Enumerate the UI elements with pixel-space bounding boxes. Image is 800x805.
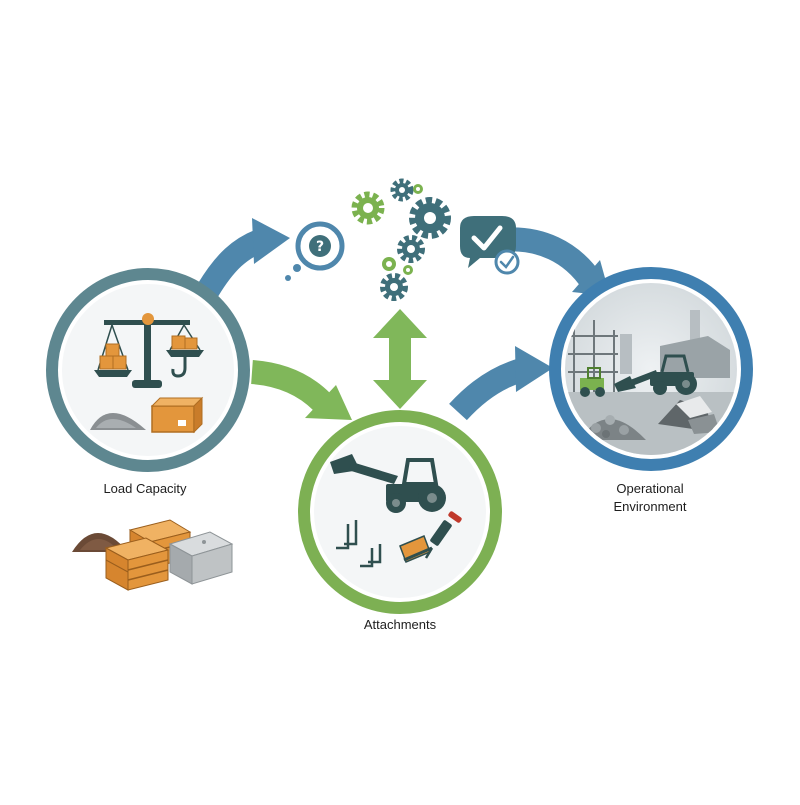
loader-icon [330, 454, 446, 513]
concrete-debris-icon [658, 396, 720, 434]
crate-icon [104, 537, 170, 591]
attachments-label: Attachments [363, 617, 437, 632]
balance-scale-icon [94, 313, 204, 388]
operational-environment-label-line2: Environment [613, 499, 687, 514]
gear-green-large [351, 191, 385, 225]
crate-icon [150, 396, 204, 434]
arrow-load-to-attachments [250, 360, 352, 420]
gear-teal-small [390, 178, 414, 202]
gear-teal-bottom [380, 273, 408, 301]
gear-green-left [382, 257, 396, 271]
operational-environment-label-line1: Operational [616, 481, 684, 496]
loader-icon [614, 354, 697, 395]
load-capacity-node [46, 268, 250, 472]
gear-teal-large [409, 197, 451, 239]
gear-green-right [403, 265, 413, 275]
concrete-block-icon [168, 531, 234, 585]
operational-environment-node [549, 267, 753, 471]
attachments-node [298, 410, 502, 614]
question-bubble-icon: ? [285, 221, 345, 281]
checkmark-bubble-icon [460, 216, 520, 275]
forklift-fork-icon [360, 544, 382, 568]
forklift-fork-icon [336, 520, 358, 550]
arrow-load-to-question [197, 218, 290, 297]
gear-green-tiny [413, 184, 423, 194]
gear-teal-mid [397, 235, 425, 263]
jackhammer-icon [424, 511, 462, 559]
gear-cluster-icon [351, 178, 451, 301]
mini-loader-green [580, 367, 605, 397]
svg-text:?: ? [316, 239, 324, 255]
operational-environment-label: Operational Environment [570, 480, 730, 516]
load-capacity-label: Load Capacity [103, 481, 187, 496]
gravel-pile-icon [90, 413, 146, 430]
rubble-pile-icon [580, 415, 646, 440]
arrow-attachments-to-environment [449, 346, 553, 421]
materials-group [72, 519, 234, 591]
double-arrow-vertical [373, 309, 427, 409]
